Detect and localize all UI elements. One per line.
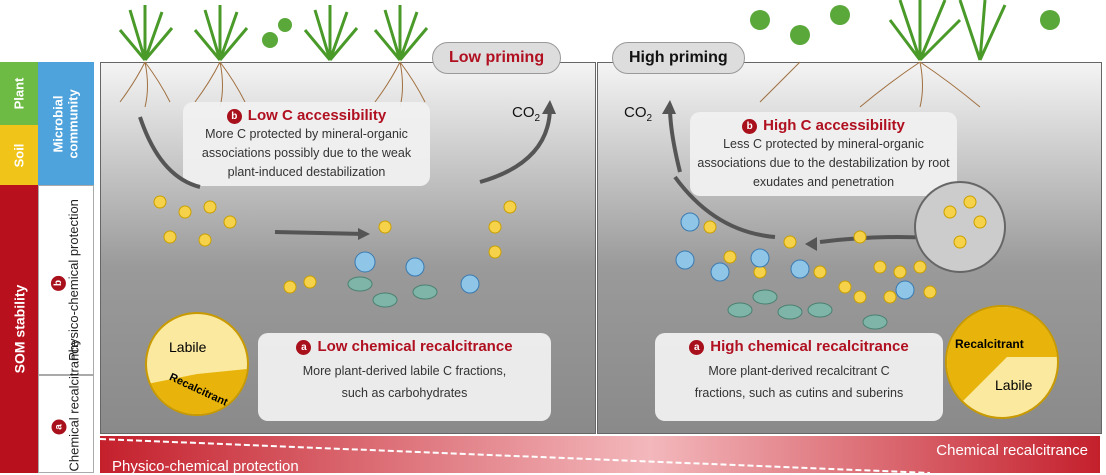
chemical-recalcitrance-band-label: Chemical recalcitrance — [936, 442, 1088, 459]
plants-illustration — [118, 0, 1060, 108]
right-composition-pie: Recalcitrant Labile — [945, 305, 1059, 419]
microbial-community-label: Microbial community — [38, 62, 94, 185]
soil-label: Soil — [0, 125, 38, 185]
carbon-flow-illustration — [138, 100, 1006, 330]
physico-chemical-protection-label: Physico-chemical protection — [112, 458, 299, 475]
stability-gradient-band: Physico-chemical protection Chemical rec… — [100, 436, 1100, 475]
co2-label-left: CO2 — [512, 104, 541, 124]
plant-label: Plant — [0, 62, 38, 125]
co2-label-right: CO2 — [624, 104, 653, 124]
high-priming-cloud: High priming — [612, 42, 745, 74]
low-priming-cloud: Low priming — [432, 42, 562, 74]
som-stability-label: SOM stability — [0, 185, 38, 473]
left-composition-pie: Labile Recalcitrant — [145, 312, 249, 416]
